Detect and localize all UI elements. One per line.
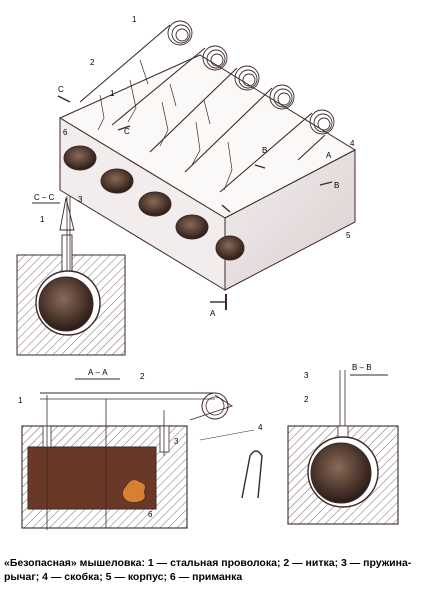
label-1-top: 1 [132,15,137,24]
label-2-top: 2 [90,58,95,67]
figure-caption: «Безопасная» мышеловка: 1 — стальная про… [4,557,412,583]
bait [122,479,146,503]
isometric-block [57,20,357,310]
hole-4 [175,214,209,240]
label-6-top: 6 [63,128,68,137]
label-1-cc: 1 [40,215,45,224]
section-aa-title: А – А [88,368,108,377]
label-4-aa: 4 [258,423,263,432]
hole-5 [215,235,245,261]
label-5-side: 5 [346,231,351,240]
label-2-aa: 2 [140,372,145,381]
label-a-bottom: А [210,309,216,318]
hole-2 [100,168,134,194]
section-cc-title: С – С [34,193,55,202]
section-aa: А – А 2 1 3 4 6 [18,368,263,530]
label-c-mid: С [124,127,130,136]
wire-levers [79,24,326,193]
spring-coils [167,20,335,135]
mousetrap-diagram: 1 2 1 6 С С В А 4 В 5 А С – С 1 3 А – А … [16,15,399,530]
label-b-mid: В [262,146,267,155]
threads [97,59,233,191]
label-c-left: С [58,85,64,94]
label-4-top: 4 [350,139,355,148]
label-2-bb: 2 [304,395,309,404]
section-bb: В – В 3 2 [287,363,399,525]
label-b-right: В [334,181,339,190]
label-1-aa: 1 [18,396,23,405]
staple [241,450,263,499]
hole-3 [138,191,172,217]
hole-1 [63,145,97,171]
section-bb-title: В – В [352,363,372,372]
label-3-bb: 3 [304,371,309,380]
label-3-cc: 3 [78,195,83,204]
section-cc: С – С 1 3 [16,193,126,356]
label-a-right: А [326,151,332,160]
label-1-mid: 1 [110,89,115,98]
top-labels: 1 2 1 6 С С В А 4 В 5 А [58,15,355,318]
section-arrows [57,95,333,310]
